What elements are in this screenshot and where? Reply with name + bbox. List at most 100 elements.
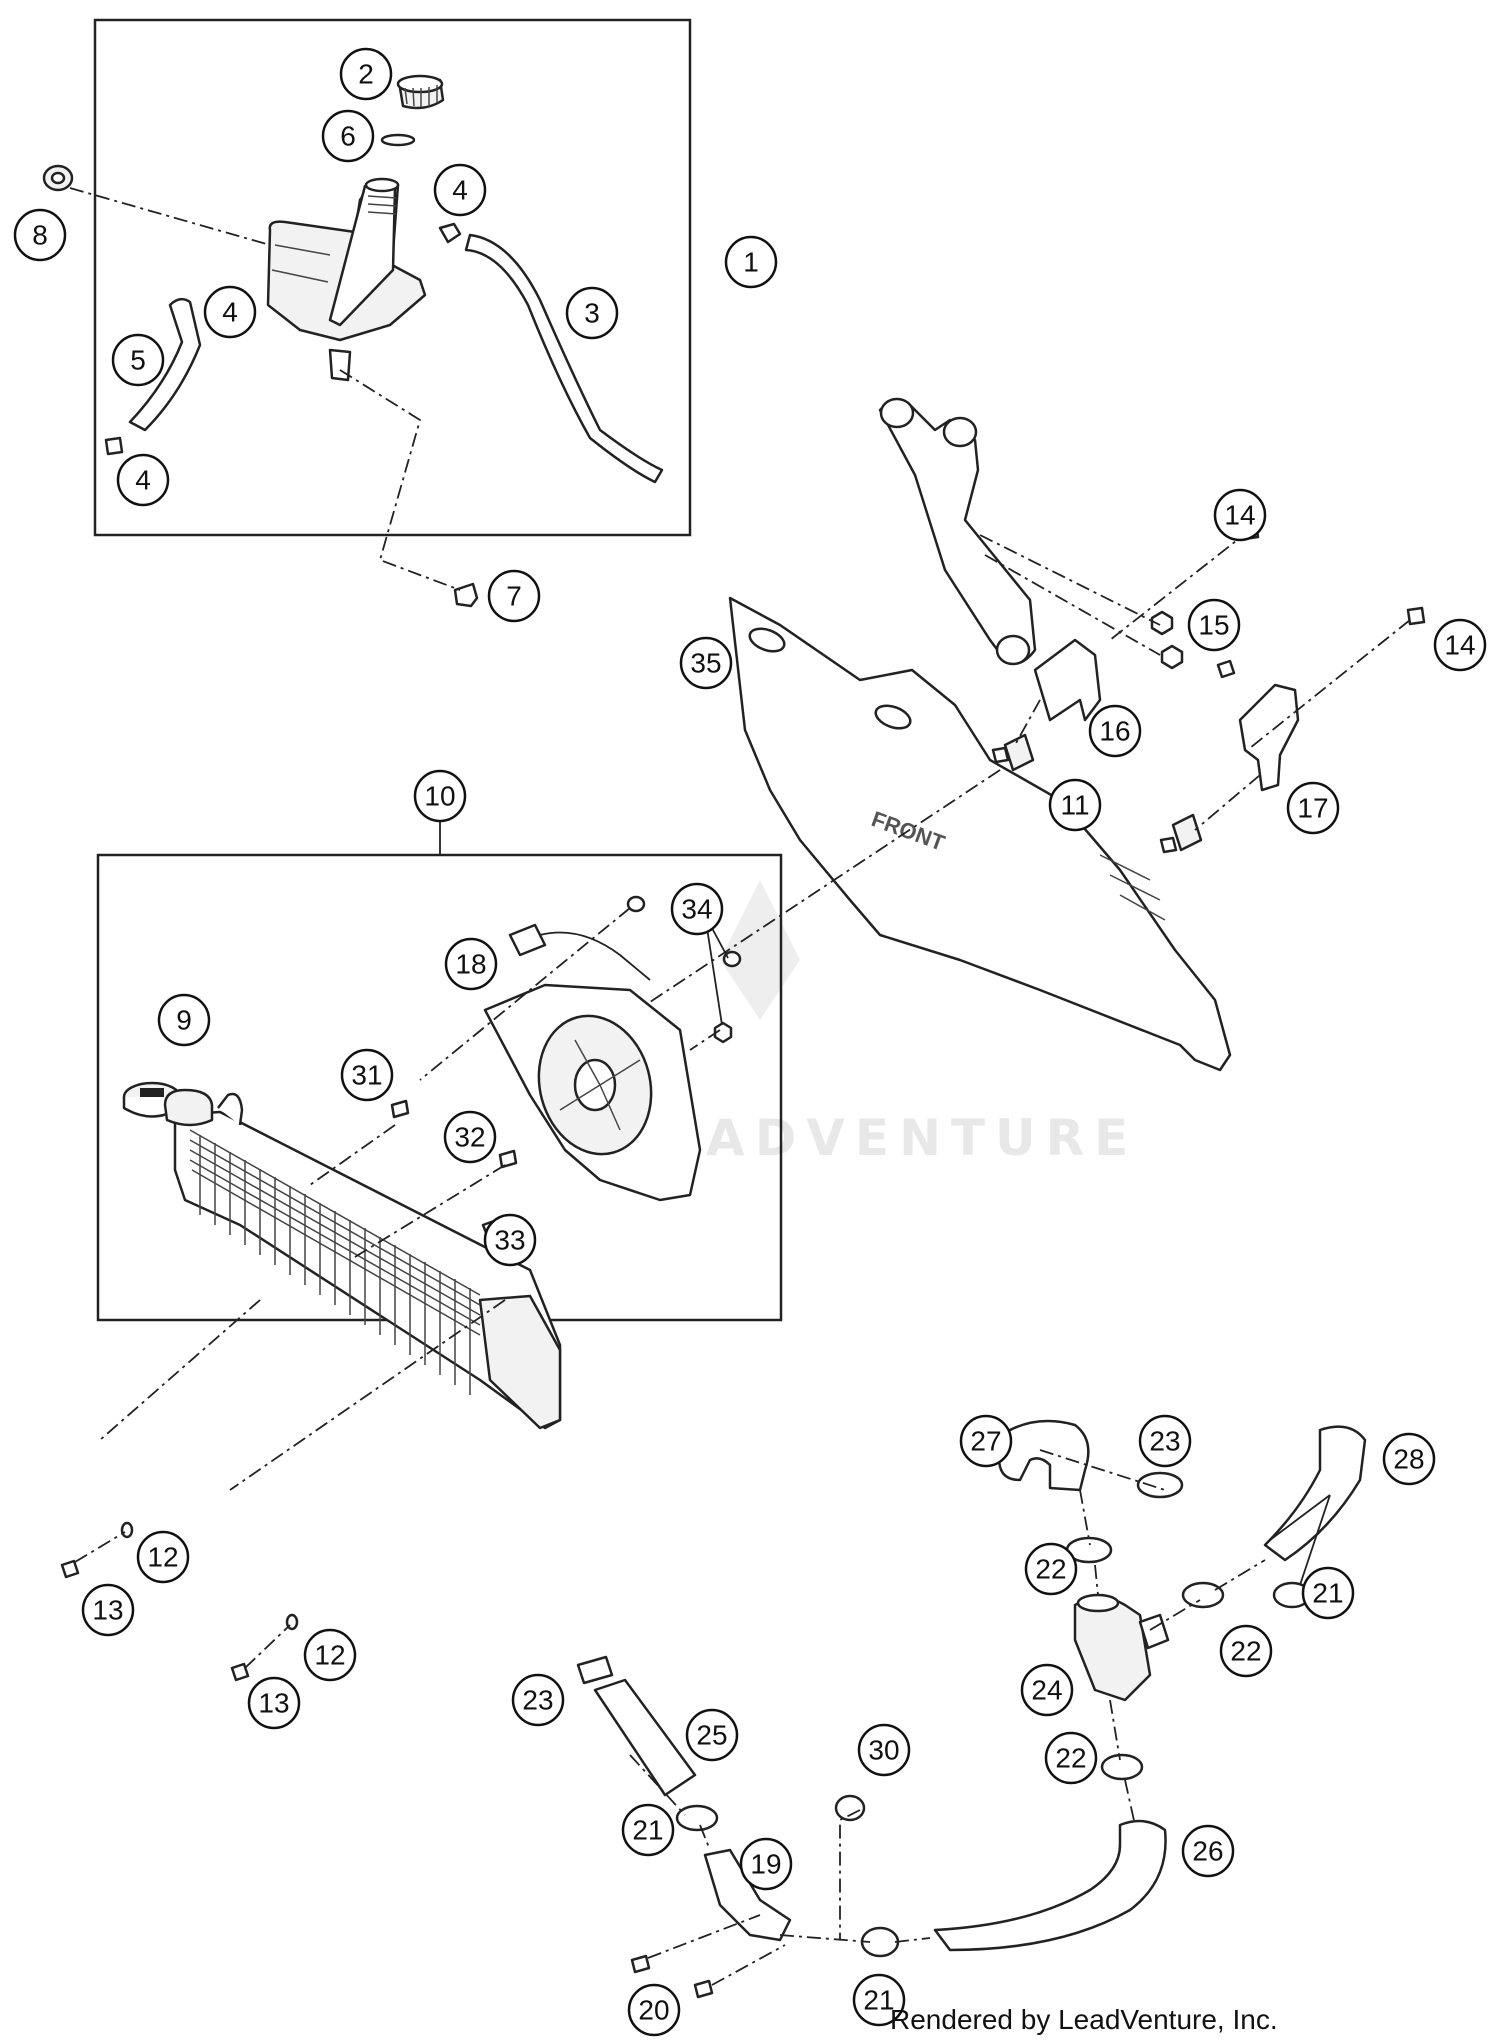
- callout-22: 22: [1044, 1731, 1098, 1785]
- bolt: [230, 1662, 250, 1682]
- callout-17: 17: [1286, 781, 1340, 835]
- callout-35: 35: [679, 636, 733, 690]
- callout-32: 32: [443, 1110, 497, 1164]
- callout-21: 21: [1301, 1566, 1355, 1620]
- callout-7: 7: [487, 569, 541, 623]
- callout-label: 3: [584, 298, 600, 329]
- callout-circle: [303, 1628, 357, 1682]
- callout-23: 23: [511, 1673, 565, 1727]
- callout-label: 26: [1192, 1836, 1223, 1867]
- rubber-grommet: [42, 164, 74, 192]
- callout-circle: [621, 1803, 675, 1857]
- callout-3: 3: [565, 286, 619, 340]
- callout-12: 12: [303, 1628, 357, 1682]
- callout-circle: [1048, 778, 1102, 832]
- callout-14: 14: [1213, 488, 1267, 542]
- callout-label: 8: [32, 220, 48, 251]
- callout-27: 27: [959, 1414, 1013, 1468]
- reservoir-group-box: [93, 18, 692, 537]
- washer: [120, 1521, 134, 1539]
- callout-label: 14: [1444, 630, 1475, 661]
- callout-circle: [136, 1530, 190, 1584]
- callout-label: 19: [750, 1849, 781, 1880]
- callout-label: 13: [92, 1595, 123, 1626]
- callout-15: 15: [1187, 598, 1241, 652]
- callout-21: 21: [621, 1803, 675, 1857]
- callout-label: 21: [1312, 1578, 1343, 1609]
- cooling-fan: [483, 923, 702, 1202]
- hose-clamp: [1181, 1581, 1225, 1609]
- callout-24: 24: [1020, 1663, 1074, 1717]
- callout-circle: [444, 937, 498, 991]
- hose-clamp: [438, 222, 462, 244]
- callout-label: 31: [351, 1060, 382, 1091]
- callout-8: 8: [13, 208, 67, 262]
- callout-circle: [81, 1583, 135, 1637]
- callout-25: 25: [685, 1708, 739, 1762]
- bracket-16: [1033, 638, 1102, 722]
- callout-6: 6: [321, 109, 375, 163]
- push-rivet: [390, 1099, 410, 1119]
- hose-clamp: [576, 1655, 614, 1685]
- assembly-line: [339, 369, 461, 591]
- callout-14: 14: [1433, 618, 1487, 672]
- callout-label: 12: [314, 1640, 345, 1671]
- callout-20: 20: [627, 1983, 681, 2037]
- callout-label: 23: [1149, 1426, 1180, 1457]
- callout-circle: [511, 1673, 565, 1727]
- bolt: [60, 1559, 80, 1579]
- reservoir-cap: [396, 74, 445, 110]
- assembly-line: [629, 1449, 1266, 1986]
- callout-circle: [724, 235, 778, 289]
- callout-label: 17: [1297, 793, 1328, 824]
- callout-label: 32: [454, 1122, 485, 1153]
- callout-label: 21: [863, 1985, 894, 2016]
- callout-label: 4: [135, 465, 151, 496]
- callout-label: 23: [522, 1685, 553, 1716]
- callout-circle: [443, 1110, 497, 1164]
- callout-circle: [203, 285, 257, 339]
- callout-label: 22: [1055, 1743, 1086, 1774]
- leader-line: [1269, 1494, 1331, 1586]
- callout-4: 4: [433, 163, 487, 217]
- callout-circle: [111, 333, 165, 387]
- callout-label: 7: [506, 581, 522, 612]
- callout-34: 34: [670, 882, 724, 936]
- radiator: [163, 1088, 562, 1430]
- callout-label: 22: [1230, 1636, 1261, 1667]
- callout-label: 21: [632, 1815, 663, 1846]
- callout-label: 1: [743, 247, 759, 278]
- callout-circle: [116, 453, 170, 507]
- callout-label: 35: [690, 648, 721, 679]
- callout-33: 33: [483, 1213, 537, 1267]
- callout-circle: [1301, 1566, 1355, 1620]
- callout-12: 12: [136, 1530, 190, 1584]
- callout-13: 13: [81, 1583, 135, 1637]
- callout-16: 16: [1088, 704, 1142, 758]
- callout-circle: [247, 1676, 301, 1730]
- callout-label: 10: [424, 781, 455, 812]
- callout-circle: [157, 993, 211, 1047]
- callout-circle: [433, 163, 487, 217]
- rubber-mount: [991, 733, 1035, 772]
- reservoir-hose: [128, 297, 202, 432]
- rubber-mount: [1159, 813, 1203, 854]
- assembly-line: [99, 907, 721, 1491]
- callout-circle: [1020, 1663, 1074, 1717]
- assembly-line: [69, 187, 271, 246]
- callout-label: 25: [696, 1720, 727, 1751]
- hose-27: [997, 1419, 1090, 1492]
- assembly-line: [539, 529, 1411, 1076]
- callout-label: 18: [455, 949, 486, 980]
- callout-circle: [627, 1983, 681, 2037]
- hose-clamp: [104, 436, 124, 456]
- hose-clamp: [1100, 1753, 1144, 1781]
- callout-circle: [959, 1414, 1013, 1468]
- callout-label: 28: [1393, 1444, 1424, 1475]
- nut: [1160, 644, 1184, 670]
- callout-label: 30: [868, 1735, 899, 1766]
- callout-circle: [1044, 1731, 1098, 1785]
- callout-label: 9: [176, 1005, 192, 1036]
- callout-circle: [670, 882, 724, 936]
